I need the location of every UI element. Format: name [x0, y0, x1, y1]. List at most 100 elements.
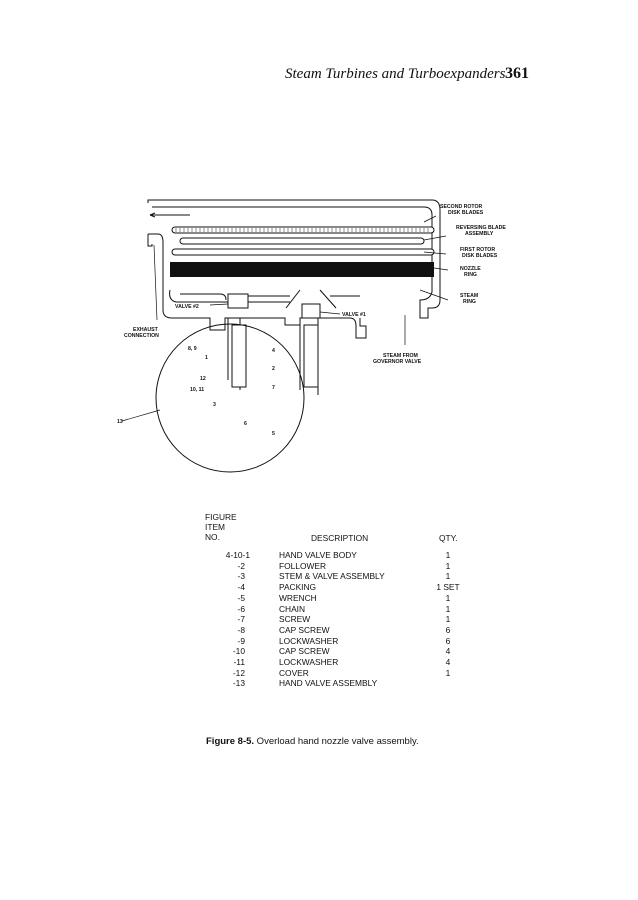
- table-row: -4 PACKING 1 SET: [205, 582, 470, 593]
- table-row: 4-10-1 HAND VALVE BODY 1: [205, 550, 470, 561]
- caption-text: Overload hand nozzle valve assembly.: [254, 736, 419, 747]
- diagram-labels: SECOND ROTOR DISK BLADES REVERSING BLADE…: [117, 204, 506, 437]
- quantity: 1: [445, 550, 451, 560]
- callout-13: 13: [117, 419, 123, 425]
- table-row: -12 COVER 1: [205, 668, 470, 679]
- table-row: -8 CAP SCREW 6: [205, 625, 470, 636]
- description: LOCKWASHER: [279, 635, 339, 646]
- callout-1: 1: [205, 355, 208, 361]
- second-rotor-blades: [171, 226, 435, 234]
- item-no: -9: [237, 635, 245, 646]
- nozzle-ring: [170, 262, 434, 277]
- figure-caption: Figure 8-5. Overload hand nozzle valve a…: [206, 736, 419, 747]
- quantity: 1: [445, 592, 451, 603]
- quantity: 4: [445, 657, 451, 667]
- callout-5: 5: [272, 431, 275, 437]
- valve-2: [227, 293, 249, 309]
- callout-4: 4: [272, 348, 275, 354]
- label-reversing-2: ASSEMBLY: [465, 231, 494, 237]
- quantity: 1: [445, 571, 451, 582]
- quantity: 1: [445, 614, 451, 625]
- description: HAND VALVE BODY: [279, 550, 357, 560]
- label-steam-ring: STEAM: [460, 293, 478, 299]
- callout-7: 7: [272, 385, 275, 391]
- callout-6: 6: [244, 421, 247, 427]
- table-row: -7 SCREW 1: [205, 614, 470, 625]
- callout-8-9: 8, 9: [188, 346, 197, 352]
- table-row: -9 LOCKWASHER 6: [205, 636, 470, 647]
- header-description: DESCRIPTION: [311, 533, 369, 543]
- header-item: ITEM: [205, 522, 226, 532]
- table-row: -10 CAP SCREW 4: [205, 646, 470, 657]
- valve-body-2: [231, 324, 247, 388]
- callout-12: 12: [200, 376, 206, 382]
- item-no: -3: [237, 571, 245, 582]
- label-steam-ring-2: RING: [463, 299, 476, 305]
- item-no: -4: [237, 582, 245, 593]
- quantity: 1: [445, 603, 451, 614]
- quantity: 4: [445, 646, 451, 657]
- description: FOLLOWER: [279, 560, 326, 571]
- label-nozzle: NOZZLE: [460, 266, 481, 272]
- description: PACKING: [279, 582, 317, 593]
- callout-10-11: 10, 11: [190, 387, 204, 393]
- callout-2: 2: [272, 366, 275, 372]
- label-steam-from: STEAM FROM: [383, 353, 418, 359]
- description: STEM & VALVE ASSEMBLY: [279, 571, 385, 582]
- header-qty: QTY.: [439, 533, 458, 543]
- item-no: -8: [237, 624, 245, 635]
- description: HAND VALVE ASSEMBLY: [279, 678, 378, 689]
- description: COVER: [279, 667, 309, 678]
- valve-body-1: [303, 324, 319, 388]
- item-no: -13: [232, 678, 245, 689]
- label-second-rotor-2: DISK BLADES: [448, 210, 484, 216]
- running-title: Steam Turbines and Turboexpanders: [285, 66, 506, 82]
- description: WRENCH: [279, 592, 317, 603]
- description: CHAIN: [279, 603, 306, 614]
- label-valve-1: VALVE #1: [342, 312, 366, 318]
- valve-1: [301, 303, 321, 319]
- table-row: -11 LOCKWASHER 4: [205, 657, 470, 668]
- item-no: -11: [233, 657, 245, 667]
- reversing-blade-assembly: [179, 237, 425, 245]
- quantity: 6: [445, 624, 451, 635]
- description: SCREW: [279, 614, 311, 625]
- item-no: -12: [232, 667, 245, 678]
- description: LOCKWASHER: [279, 657, 339, 667]
- quantity: 6: [445, 635, 451, 646]
- item-no: -10: [232, 646, 245, 657]
- first-rotor-blades: [171, 248, 435, 256]
- label-valve-2: VALVE #2: [175, 304, 199, 310]
- caption-label: Figure 8-5.: [206, 736, 255, 747]
- callout-3: 3: [213, 402, 216, 408]
- label-first-rotor-2: DISK BLADES: [462, 253, 498, 259]
- label-second-rotor: SECOND ROTOR: [440, 204, 483, 210]
- item-no: -6: [237, 603, 245, 614]
- item-no: -7: [237, 614, 245, 625]
- quantity: 1 SET: [436, 582, 460, 593]
- header-no: NO.: [205, 532, 220, 542]
- table-row: -13 HAND VALVE ASSEMBLY: [205, 678, 470, 689]
- description: CAP SCREW: [279, 624, 330, 635]
- item-no: -5: [237, 592, 245, 603]
- page-number: 361: [505, 65, 529, 82]
- label-exhaust-2: CONNECTION: [124, 333, 159, 339]
- header-figure: FIGURE: [205, 512, 237, 522]
- blade-hatching: [175, 228, 429, 232]
- label-reversing: REVERSING BLADE: [456, 225, 506, 231]
- leader-lines: [121, 215, 449, 422]
- table-row: -6 CHAIN 1: [205, 604, 470, 615]
- table-row: -5 WRENCH 1: [205, 593, 470, 604]
- item-no: 4-10-1: [225, 550, 250, 560]
- table-row: -3 STEM & VALVE ASSEMBLY 1: [205, 571, 470, 582]
- detail-circle: [155, 323, 305, 473]
- label-nozzle-2: RING: [464, 272, 477, 278]
- quantity: 1: [445, 560, 451, 571]
- description: CAP SCREW: [279, 646, 330, 657]
- label-steam-from-2: GOVERNOR VALVE: [373, 359, 422, 365]
- quantity: 1: [445, 667, 451, 678]
- label-first-rotor: FIRST ROTOR: [460, 247, 495, 253]
- label-exhaust: EXHAUST: [133, 327, 159, 333]
